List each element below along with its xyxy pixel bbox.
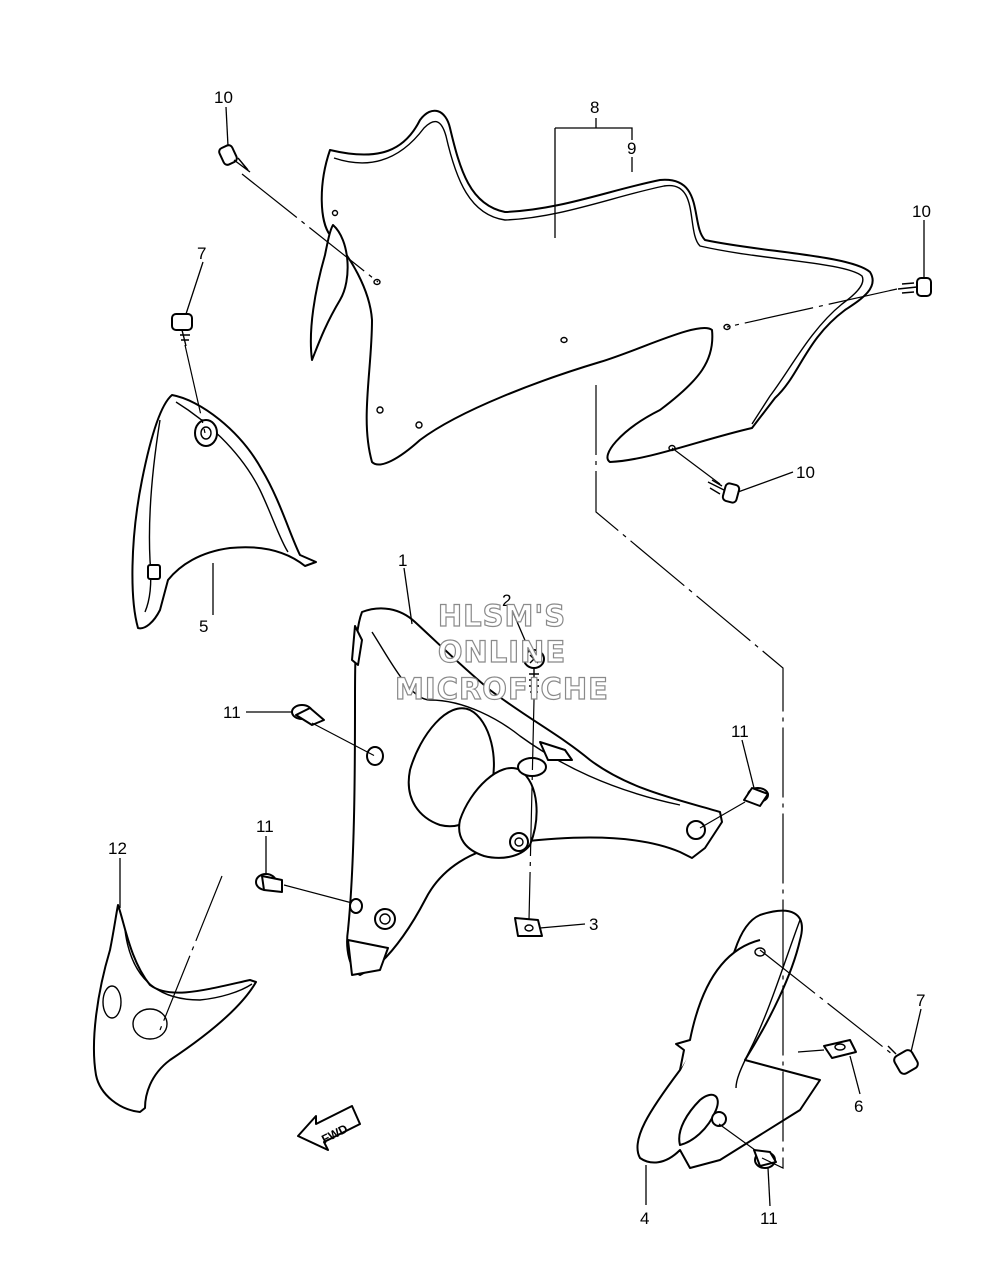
callout-10-top-left: 10 [214,88,233,107]
callout-10-right: 10 [912,202,931,221]
watermark-line-3: MICROFICHE [395,672,609,706]
windshield-hole [723,323,731,331]
collar-11-a [291,704,325,726]
callout-7-left: 7 [197,244,206,263]
callout-2: 2 [502,591,511,610]
callout-12: 12 [108,839,127,858]
callout-11-d: 11 [760,1209,778,1228]
left-inner-panel [131,394,317,630]
cowling-grommet [509,832,529,852]
cowling-grommet [374,908,396,930]
windshield-hole [415,421,423,429]
rivet-7-left [171,313,193,347]
callout-3: 3 [589,915,598,934]
callout-7-right: 7 [916,991,925,1010]
callout-1: 1 [398,551,407,570]
windshield-hole [560,336,568,344]
cowling-grommet [686,820,706,840]
callout-8: 8 [590,98,599,117]
callout-10-lower: 10 [796,463,815,482]
watermark-line-1: HLSM'S [438,599,566,633]
rivet-7-right [887,1045,919,1075]
cowling-grommet [349,898,363,914]
callout-11-c: 11 [256,817,274,836]
windshield-hole [331,209,339,217]
windshield-hole [668,444,676,452]
panel-grommet [194,419,218,447]
clip-6 [823,1039,857,1059]
callout-9: 9 [627,139,636,158]
leader-lines [119,106,925,1207]
windshield [309,109,874,466]
front-lower-cover [92,904,257,1113]
cowling-grommet [366,746,384,766]
callout-5: 5 [199,617,208,636]
fwd-arrow-icon: FWD [297,1105,361,1151]
screw-10-lower [707,479,741,504]
panel-grommet [711,1111,727,1127]
watermark-line-2: ONLINE [438,635,566,669]
nut-3 [514,917,543,937]
right-inner-panel [636,909,821,1169]
screw-10-right [897,277,932,297]
assembly-lines [159,173,898,1169]
windshield-hole [373,278,381,286]
windshield-hole [376,406,384,414]
collar-11-b [743,787,769,807]
callout-6: 6 [854,1097,863,1116]
callout-11-b: 11 [731,722,749,741]
callout-11-a: 11 [223,703,241,722]
collar-11-c [255,873,283,893]
screw-10-top-left [218,144,251,173]
callout-4: 4 [640,1209,649,1228]
screw-2 [523,649,545,700]
